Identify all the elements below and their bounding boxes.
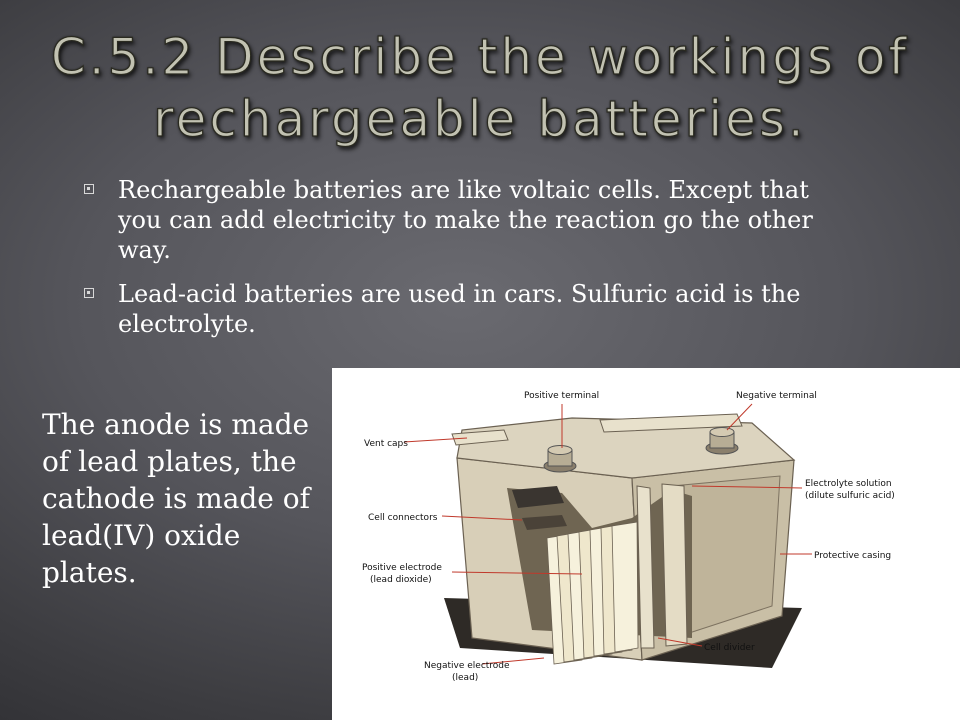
cell-connector (522, 515, 567, 530)
bullet-item: Rechargeable batteries are like voltaic … (82, 175, 852, 265)
bullet-text: Rechargeable batteries are like voltaic … (118, 176, 813, 264)
label-positive-terminal: Positive terminal (524, 391, 599, 401)
vent-cap (451, 429, 509, 446)
square-bullet-icon (84, 184, 94, 194)
battery-illustration: Positive terminal Negative terminal Vent… (362, 391, 895, 683)
label-cell-connectors: Cell connectors (368, 513, 438, 523)
cell-divider (661, 483, 688, 647)
bullet-list: Rechargeable batteries are like voltaic … (82, 175, 852, 353)
label-electrolyte-detail: (dilute sulfuric acid) (805, 491, 895, 501)
slide-title: C.5.2 Describe the workings of rechargea… (50, 27, 910, 148)
label-negative-electrode-detail: (lead) (452, 673, 478, 683)
vent-cap (599, 413, 743, 433)
lead-acid-battery-diagram: Positive terminal Negative terminal Vent… (332, 368, 960, 720)
label-negative-terminal: Negative terminal (736, 391, 817, 401)
bullet-item: Lead-acid batteries are used in cars. Su… (82, 279, 852, 339)
cell-connector (512, 486, 564, 508)
label-cell-divider: Cell divider (704, 643, 755, 653)
square-bullet-icon (84, 288, 94, 298)
label-negative-electrode: Negative electrode (424, 661, 510, 671)
cell-divider (636, 485, 655, 649)
label-positive-electrode: Positive electrode (362, 563, 442, 573)
label-protective-casing: Protective casing (814, 551, 891, 561)
label-vent-caps: Vent caps (364, 439, 408, 449)
bullet-text: Lead-acid batteries are used in cars. Su… (118, 280, 801, 338)
anode-cathode-note: The anode is made of lead plates, the ca… (42, 408, 310, 589)
label-positive-electrode-detail: (lead dioxide) (370, 575, 432, 585)
label-electrolyte-solution: Electrolyte solution (805, 479, 892, 489)
